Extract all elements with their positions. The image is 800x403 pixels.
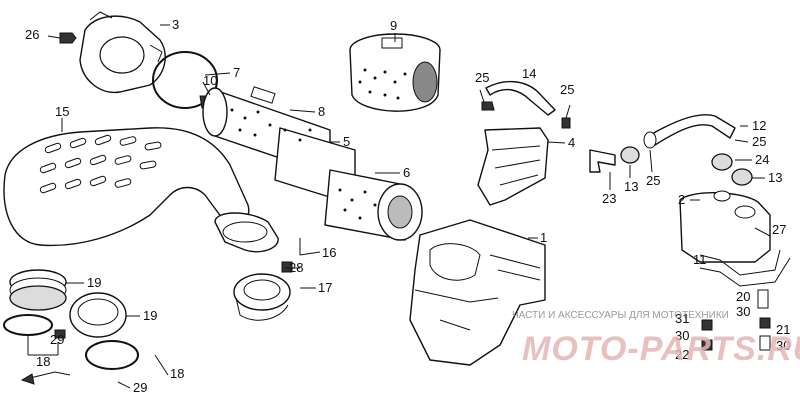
part-rubber-flange bbox=[233, 273, 291, 321]
part-tank bbox=[679, 190, 771, 263]
callout-18b: 18 bbox=[170, 366, 184, 381]
callout-3: 3 bbox=[172, 17, 179, 32]
part-screw bbox=[47, 32, 77, 44]
callout-12: 12 bbox=[752, 118, 766, 133]
callout-4: 4 bbox=[568, 135, 575, 150]
callout-28: 28 bbox=[289, 260, 303, 275]
part-air-inlet bbox=[477, 127, 549, 206]
callout-6: 6 bbox=[403, 165, 410, 180]
callout-13b: 13 bbox=[624, 179, 638, 194]
part-cover-plate bbox=[79, 11, 166, 94]
callout-17: 17 bbox=[318, 280, 332, 295]
callout-22: 22 bbox=[675, 347, 689, 362]
callout-30c: 30 bbox=[776, 338, 790, 353]
callout-23: 23 bbox=[602, 191, 616, 206]
callout-9: 9 bbox=[390, 18, 397, 33]
watermark: ЧАСТИ И АКСЕССУАРЫ ДЛЯ МОТОТЕХНИКИ MOTO-… bbox=[512, 310, 800, 368]
part-filter-element-small bbox=[349, 33, 441, 112]
callout-29b: 29 bbox=[133, 380, 147, 395]
callout-5: 5 bbox=[343, 134, 350, 149]
callout-2: 2 bbox=[678, 192, 685, 207]
callout-24: 24 bbox=[755, 152, 769, 167]
callout-10: 10 bbox=[203, 73, 217, 88]
callout-19b: 19 bbox=[143, 308, 157, 323]
callout-25c: 25 bbox=[752, 134, 766, 149]
callout-25a: 25 bbox=[475, 70, 489, 85]
watermark-logo: MOTO-PARTS.RU bbox=[522, 330, 800, 368]
callout-27: 27 bbox=[772, 222, 786, 237]
part-air-filter bbox=[202, 86, 356, 206]
part-hose bbox=[485, 81, 556, 116]
callout-8: 8 bbox=[318, 104, 325, 119]
part-clip bbox=[481, 101, 495, 111]
callout-16: 16 bbox=[322, 245, 336, 260]
leader-lines bbox=[27, 24, 771, 389]
part-air-duct bbox=[3, 127, 250, 247]
callout-29a: 29 bbox=[50, 332, 64, 347]
callout-30a: 30 bbox=[736, 304, 750, 319]
callout-1: 1 bbox=[540, 230, 547, 245]
callout-11: 11 bbox=[693, 252, 707, 267]
callout-7: 7 bbox=[233, 65, 240, 80]
callout-20: 20 bbox=[736, 289, 750, 304]
callout-14: 14 bbox=[522, 66, 536, 81]
part-filter-cartridge bbox=[324, 169, 423, 241]
callout-19a: 19 bbox=[87, 275, 101, 290]
part-gasket-round bbox=[69, 292, 127, 338]
part-cap-2 bbox=[731, 168, 753, 186]
part-air-box bbox=[409, 219, 546, 366]
callout-21: 21 bbox=[776, 322, 790, 337]
part-clamp bbox=[214, 212, 293, 273]
callout-18a: 18 bbox=[36, 354, 50, 369]
callout-26: 26 bbox=[25, 27, 39, 42]
part-cap bbox=[711, 153, 733, 171]
callout-25d: 25 bbox=[646, 173, 660, 188]
watermark-tagline: ЧАСТИ И АКСЕССУАРЫ ДЛЯ МОТОТЕХНИКИ bbox=[512, 310, 729, 321]
part-ring bbox=[152, 51, 218, 109]
part-breather-hose bbox=[649, 114, 736, 146]
callout-labels: 26 3 7 10 9 8 5 6 15 25 14 25 4 12 25 24… bbox=[25, 17, 790, 395]
callout-31: 31 bbox=[675, 311, 689, 326]
callout-25b: 25 bbox=[560, 82, 574, 97]
part-breather-fitting bbox=[589, 146, 640, 173]
part-spacer bbox=[757, 289, 769, 309]
callout-15: 15 bbox=[55, 104, 69, 119]
callout-30b: 30 bbox=[675, 328, 689, 343]
part-gasket-ribbed bbox=[9, 269, 67, 311]
part-pipe bbox=[699, 249, 781, 276]
callout-13a: 13 bbox=[768, 170, 782, 185]
